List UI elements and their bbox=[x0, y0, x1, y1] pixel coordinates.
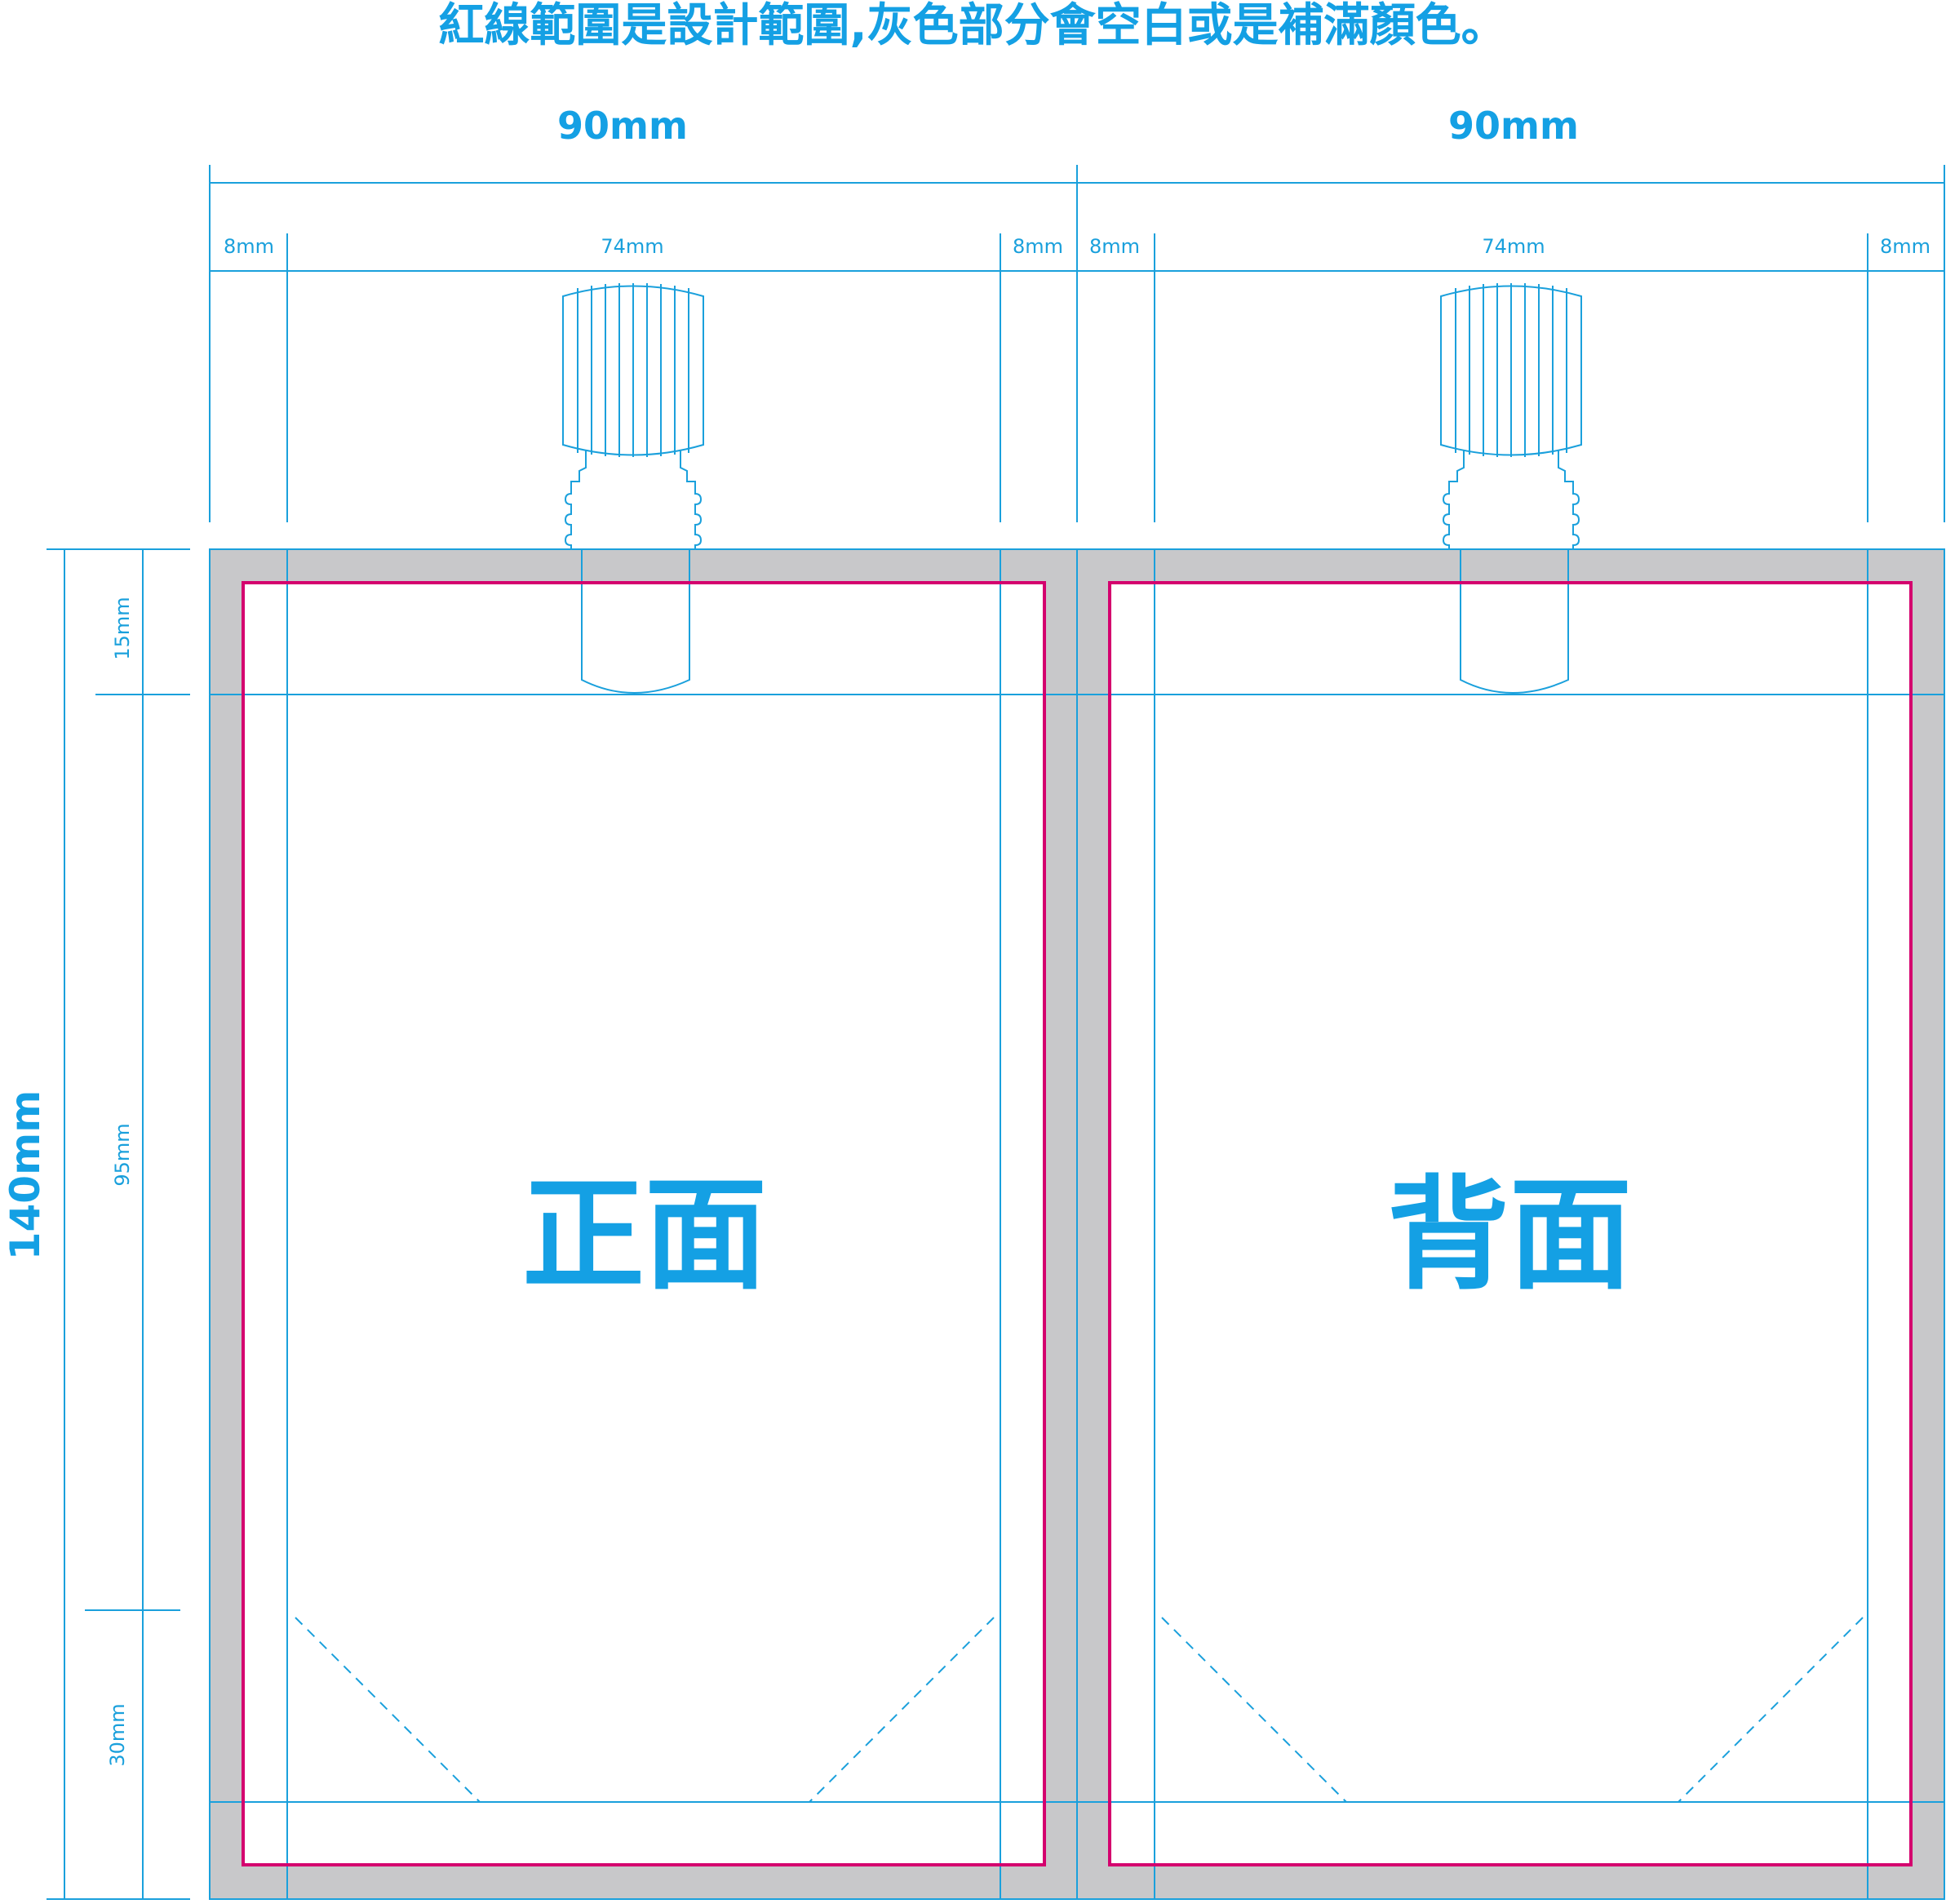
panel-width-label-back: 90mm bbox=[1448, 104, 1579, 148]
back-left-margin-label: 8mm bbox=[1089, 235, 1140, 258]
top-dimension-lines bbox=[209, 165, 1945, 522]
front-design-area bbox=[242, 581, 1046, 1866]
front-panel-label: 正面 bbox=[522, 1165, 767, 1307]
back-gusset-left bbox=[1161, 1617, 1347, 1803]
spout-base-back bbox=[1460, 549, 1569, 694]
front-gusset-left bbox=[295, 1617, 481, 1803]
spout-base-front bbox=[581, 549, 690, 694]
total-height-label: 140mm bbox=[2, 1090, 49, 1261]
left-dimension-lines bbox=[47, 548, 190, 1900]
top-zone-label: 15mm bbox=[111, 597, 134, 659]
back-panel-label: 背面 bbox=[1387, 1165, 1632, 1307]
panel-width-label-front: 90mm bbox=[557, 104, 688, 148]
middle-zone-label: 95mm bbox=[111, 1123, 134, 1186]
front-gusset-right bbox=[809, 1617, 995, 1803]
spout-thread-back bbox=[1442, 450, 1580, 550]
back-gusset-right bbox=[1678, 1617, 1864, 1803]
back-right-margin-label: 8mm bbox=[1880, 235, 1930, 258]
front-right-margin-label: 8mm bbox=[1013, 235, 1063, 258]
front-left-margin-label: 8mm bbox=[224, 235, 274, 258]
panel-guide-lines bbox=[209, 548, 1945, 1900]
design-area-lines bbox=[242, 581, 1913, 1866]
spout-back bbox=[1440, 283, 1582, 694]
front-inner-width-label: 74mm bbox=[601, 235, 663, 258]
back-design-area bbox=[1108, 581, 1913, 1866]
bottom-zone-label: 30mm bbox=[106, 1703, 129, 1766]
spout-front bbox=[562, 283, 704, 694]
back-inner-width-label: 74mm bbox=[1482, 235, 1545, 258]
header-note: 紅線範圍是設計範圍,灰色部分會空白或是補滿顏色。 bbox=[438, 0, 1506, 52]
gusset-fold-lines bbox=[295, 1617, 1864, 1803]
spout-thread-front bbox=[564, 450, 703, 550]
